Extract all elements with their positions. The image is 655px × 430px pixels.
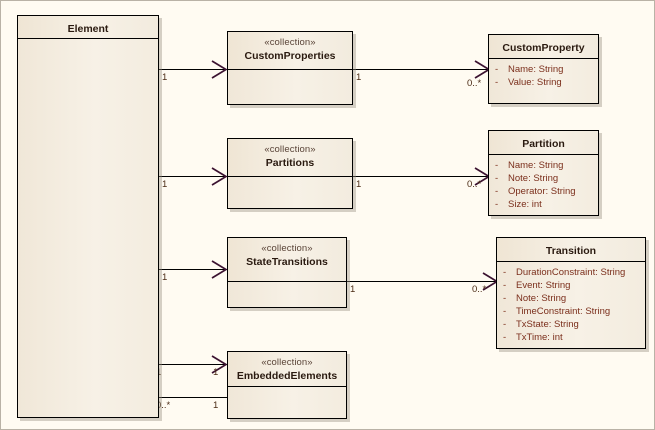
attribute-visibility: - bbox=[503, 306, 507, 317]
class-box-partition[interactable]: Partition -Name: String -Note: String -O… bbox=[488, 130, 599, 216]
attribute-visibility: - bbox=[503, 332, 507, 343]
attribute-text: TimeConstraint: String bbox=[516, 306, 611, 317]
class-header-element: Element bbox=[18, 16, 158, 39]
attribute-row: -Event: String bbox=[503, 279, 639, 292]
class-header-customproperty: CustomProperty bbox=[489, 35, 598, 59]
attribute-text: Value: String bbox=[508, 77, 562, 88]
class-name-statetransitions: StateTransitions bbox=[246, 256, 328, 268]
connector-element-statetransitions bbox=[159, 269, 227, 270]
multiplicity-element-statetransitions: 1 bbox=[162, 272, 168, 283]
attribute-visibility: - bbox=[503, 319, 507, 330]
connector-element-customproperties bbox=[159, 69, 227, 70]
class-box-statetransitions[interactable]: «collection» StateTransitions bbox=[227, 237, 347, 308]
multiplicity-element-partitions: 1 bbox=[162, 179, 168, 190]
multiplicity-transition-target: 0..* bbox=[472, 284, 487, 295]
class-attributes-customproperty: -Name: String -Value: String bbox=[489, 59, 598, 93]
attribute-text: TxState: String bbox=[516, 319, 579, 330]
attribute-text: Note: String bbox=[508, 173, 559, 184]
multiplicity-partitions-source: 1 bbox=[356, 179, 362, 190]
attribute-visibility: - bbox=[495, 173, 499, 184]
attribute-visibility: - bbox=[495, 64, 499, 75]
arrowhead-statetransitions bbox=[211, 260, 228, 279]
arrowhead-customproperties bbox=[211, 60, 228, 79]
connector-element-partitions bbox=[159, 176, 227, 177]
multiplicity-embedded-element-source: 1 bbox=[213, 400, 219, 411]
attribute-text: Note: String bbox=[516, 293, 567, 304]
multiplicity-customproperty-target: 0..* bbox=[467, 78, 482, 89]
class-name-embeddedelements: EmbeddedElements bbox=[236, 370, 338, 382]
class-attributes-partition: -Name: String -Note: String -Operator: S… bbox=[489, 155, 598, 215]
class-box-transition[interactable]: Transition -DurationConstraint: String -… bbox=[496, 237, 646, 349]
attribute-row: -Note: String bbox=[495, 172, 592, 185]
attribute-row: -DurationConstraint: String bbox=[503, 266, 639, 279]
attribute-row: -TxState: String bbox=[503, 318, 639, 331]
attribute-row: -Name: String bbox=[495, 63, 592, 76]
class-header-partitions: «collection» Partitions bbox=[228, 139, 352, 177]
class-name-partition: Partition bbox=[522, 138, 565, 150]
attribute-row: -Name: String bbox=[495, 159, 592, 172]
connector-element-embeddedelements bbox=[141, 364, 227, 365]
attribute-text: Operator: String bbox=[508, 186, 576, 197]
class-header-transition: Transition bbox=[497, 238, 645, 262]
class-box-customproperty[interactable]: CustomProperty -Name: String -Value: Str… bbox=[488, 34, 599, 104]
class-box-embeddedelements[interactable]: «collection» EmbeddedElements bbox=[227, 351, 347, 419]
connector-embeddedelements-element bbox=[141, 397, 227, 398]
attribute-row: -Operator: String bbox=[495, 185, 592, 198]
class-header-partition: Partition bbox=[489, 131, 598, 155]
class-stereotype-embeddedelements: «collection» bbox=[261, 357, 313, 368]
class-header-statetransitions: «collection» StateTransitions bbox=[228, 238, 346, 282]
multiplicity-customproperties-source: 1 bbox=[356, 72, 362, 83]
attribute-visibility: - bbox=[503, 280, 507, 291]
multiplicity-element-embedded-target: 1 bbox=[213, 367, 219, 378]
multiplicity-statetransitions-source: 1 bbox=[350, 284, 356, 295]
connector-partitions-partition bbox=[353, 176, 490, 177]
connector-customproperties-customproperty bbox=[353, 69, 490, 70]
multiplicity-partition-target: 0..* bbox=[467, 179, 482, 190]
connector-statetransitions-transition bbox=[347, 281, 498, 282]
class-stereotype-statetransitions: «collection» bbox=[261, 243, 313, 254]
attribute-row: -TimeConstraint: String bbox=[503, 305, 639, 318]
class-box-partitions[interactable]: «collection» Partitions bbox=[227, 138, 353, 209]
multiplicity-element-customproperties: 1 bbox=[162, 72, 168, 83]
attribute-visibility: - bbox=[503, 293, 507, 304]
class-box-customproperties[interactable]: «collection» CustomProperties bbox=[227, 31, 353, 105]
attribute-row: -Note: String bbox=[503, 292, 639, 305]
arrowhead-partitions bbox=[211, 167, 228, 186]
attribute-text: Name: String bbox=[508, 160, 564, 171]
arrowhead-embeddedelements bbox=[211, 355, 228, 374]
attribute-text: Size: int bbox=[508, 199, 542, 210]
attribute-visibility: - bbox=[503, 267, 507, 278]
attribute-visibility: - bbox=[495, 160, 499, 171]
attribute-visibility: - bbox=[495, 186, 499, 197]
class-name-customproperty: CustomProperty bbox=[502, 42, 585, 54]
class-name-partitions: Partitions bbox=[265, 157, 315, 169]
class-attributes-transition: -DurationConstraint: String -Event: Stri… bbox=[497, 262, 645, 348]
attribute-visibility: - bbox=[495, 199, 499, 210]
class-box-element[interactable]: Element bbox=[17, 15, 159, 418]
attribute-row: -TxTime: int bbox=[503, 331, 639, 344]
attribute-row: -Size: int bbox=[495, 198, 592, 211]
attribute-visibility: - bbox=[495, 77, 499, 88]
class-name-element: Element bbox=[67, 23, 109, 35]
class-name-transition: Transition bbox=[545, 245, 597, 257]
attribute-text: Event: String bbox=[516, 280, 571, 291]
attribute-text: TxTime: int bbox=[516, 332, 563, 343]
class-name-customproperties: CustomProperties bbox=[244, 50, 336, 62]
attribute-row: -Value: String bbox=[495, 76, 592, 89]
class-header-embeddedelements: «collection» EmbeddedElements bbox=[228, 352, 346, 387]
class-stereotype-customproperties: «collection» bbox=[264, 37, 316, 48]
class-header-customproperties: «collection» CustomProperties bbox=[228, 32, 352, 70]
class-stereotype-partitions: «collection» bbox=[264, 144, 316, 155]
attribute-text: DurationConstraint: String bbox=[516, 267, 626, 278]
multiplicity-embedded-element-target: 0..* bbox=[156, 400, 171, 411]
attribute-text: Name: String bbox=[508, 64, 564, 75]
